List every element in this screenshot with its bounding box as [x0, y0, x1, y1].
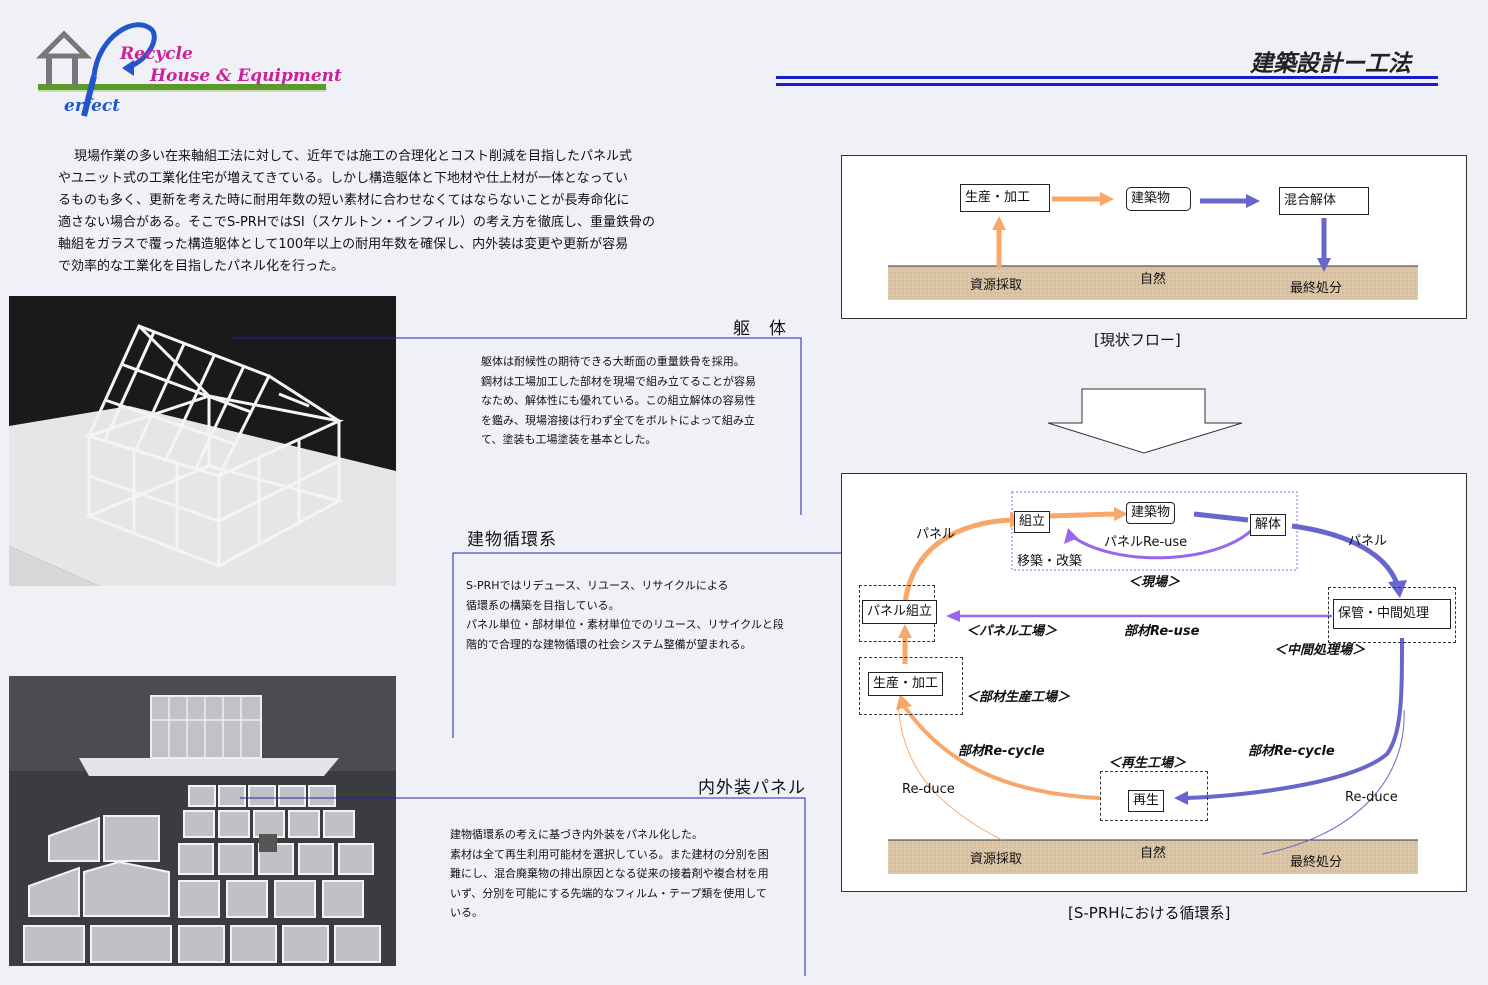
junkan-line: 階的で合理的な建物循環の社会システム整備が望まれる。 — [466, 637, 752, 651]
naigai-line: 素材は全て再生利用可能材を選択している。また建材の分別を困 — [450, 847, 769, 861]
flow1-caption: [現状フロー] — [1094, 331, 1181, 349]
logo-house-icon — [35, 22, 326, 117]
flow2-ichiku-label: 移築・改築 — [1017, 554, 1083, 569]
flow2-kaitai-box: 解体 — [1250, 514, 1287, 536]
flow2-hokan-frame — [1328, 587, 1456, 643]
current-flow-arrows — [888, 192, 1418, 300]
intro-line: で効率的な工業化を目指したパネル化を行った。 — [58, 259, 345, 274]
kutai-line: 躯体は耐候性の期待できる大断面の重量鉄骨を採用。 — [481, 355, 745, 368]
flow2-recycle-right-label: 部材Re-cycle — [1248, 744, 1335, 759]
flow2-caption: [S-PRHにおける循環系] — [1068, 904, 1231, 922]
flow2-building-box: 建築物 — [1126, 502, 1176, 524]
flow2-saisei-frame — [1100, 771, 1208, 821]
intro-line: やユニット式の工業化住宅が増えてきている。しかし構造躯体と下地材や仕上材が一体と… — [58, 171, 628, 186]
junkan-heading: 建物循環系 — [467, 530, 557, 550]
logo-recycle-text: Recycle — [120, 44, 193, 64]
interior-exterior-panel-photo — [9, 676, 396, 966]
flow2-reduce-right-label: Re-duce — [1345, 790, 1398, 805]
intro-paragraph: 現場作業の多い在来軸組工法に対して、近年では施工の合理化とコスト削減を目指したパ… — [58, 146, 655, 278]
kutai-heading: 躯 体 — [733, 319, 787, 339]
naigai-line: 難にし、混合廃棄物の排出原因となる従来の接着剤や複合材を用 — [450, 867, 769, 880]
naigai-line: いる。 — [450, 906, 483, 919]
down-arrow-icon — [1047, 388, 1243, 454]
flow2-panel-right-label: パネル — [1348, 534, 1388, 549]
flow2-saishu-label: 最終処分 — [1290, 855, 1343, 870]
flow1-kongo-box: 混合解体 — [1279, 187, 1369, 215]
junkan-line: 循環系の構築を目指している。 — [466, 598, 620, 612]
junkan-line: パネル単位・部材単位・素材単位でのリユース、リサイクルと段 — [466, 618, 784, 631]
flow2-shizen-label: 自然 — [1140, 846, 1167, 861]
flow2-panel-kojo-label: ＜パネル工場＞ — [966, 624, 1058, 639]
flow2-panel-kumitate-box: パネル組立 — [862, 600, 938, 624]
header-rule-thin — [776, 83, 1438, 86]
junkan-line: S-PRHではリデュース、リユース、リサイクルによる — [466, 579, 729, 592]
header-rule — [776, 76, 1438, 79]
page-title: 建築設計ー工法 — [1250, 51, 1411, 77]
logo: Recycle House & Equipment erfect — [35, 16, 342, 120]
intro-line: 現場作業の多い在来軸組工法に対して、近年では施工の合理化とコスト削減を目指したパ… — [74, 149, 632, 164]
flow2-shigen-label: 資源採取 — [970, 852, 1023, 867]
flow1-seisan-box: 生産・加工 — [960, 184, 1050, 212]
flow2-genba-label: ＜現場＞ — [1128, 575, 1181, 590]
flow2-chukan-label: ＜中間処理場＞ — [1274, 643, 1366, 658]
flow2-panel-left-label: パネル — [916, 527, 956, 542]
flow1-shigen-label: 資源採取 — [970, 278, 1023, 293]
kutai-paragraph: 躯体は耐候性の期待できる大断面の重量鉄骨を採用。 鋼材は工場加工した部材を現場で… — [481, 352, 756, 450]
logo-perfect-text: erfect — [64, 96, 121, 116]
flow2-buzai-kojo-label: ＜部材生産工場＞ — [966, 690, 1071, 705]
flow2-recycle-left-label: 部材Re-cycle — [958, 744, 1045, 759]
kutai-line: を鑑み、現場溶接は行わず全てをボルトによって組み立 — [481, 413, 755, 427]
kutai-line: なため、解体性にも優れている。この組立解体の容易性 — [481, 394, 756, 407]
flow2-reduce-left-label: Re-duce — [902, 782, 955, 797]
flow2-saisei-box: 再生 — [1128, 790, 1165, 812]
kutai-line: 鋼材は工場加工した部材を現場で組み立てることが容易 — [481, 374, 756, 388]
naigai-line: 建物循環系の考えに基づき内外装をパネル化した。 — [450, 828, 703, 841]
naigai-heading: 内外装パネル — [698, 778, 806, 798]
naigai-paragraph: 建物循環系の考えに基づき内外装をパネル化した。 素材は全て再生利用可能材を選択し… — [450, 825, 769, 923]
steel-frame-model-photo — [9, 296, 396, 586]
flow2-buzai-reuse-label: 部材Re-use — [1124, 624, 1200, 639]
flow1-shizen-label: 自然 — [1140, 272, 1167, 287]
kutai-line: て、塗装も工場塗装を基本とした。 — [481, 433, 657, 446]
flow1-saishu-label: 最終処分 — [1290, 281, 1343, 296]
sprh-circulation-diagram: 組立 建築物 解体 パネルRe-use 移築・改築 ＜現場＞ パネル パネル パ… — [841, 473, 1467, 892]
intro-line: 軸組をガラスで覆った構造躯体として100年以上の耐用年数を確保し、内外装は変更や… — [58, 237, 629, 252]
flow2-saisei-kojo-label: ＜再生工場＞ — [1108, 756, 1187, 771]
flow2-seisan-box: 生産・加工 — [868, 672, 944, 696]
flow2-hokan-box: 保管・中間処理 — [1333, 599, 1451, 629]
flow2-seisan-frame — [859, 657, 963, 715]
flow2-kumitate-box: 組立 — [1014, 511, 1051, 533]
flow2-panel-reuse-label: パネルRe-use — [1104, 535, 1188, 550]
flow1-building-box: 建築物 — [1126, 187, 1191, 211]
sprh-circulation-arrows — [888, 491, 1418, 874]
current-flow-diagram: 生産・加工 建築物 混合解体 資源採取 自然 最終処分 — [841, 155, 1467, 319]
logo-house-equipment-text: House & Equipment — [150, 66, 342, 86]
junkan-paragraph: S-PRHではリデュース、リユース、リサイクルによる 循環系の構築を目指している… — [466, 576, 784, 654]
intro-line: るものも多く、更新を考えた時に耐用年数の短い素材に合わせなくてはならないことが長… — [58, 193, 630, 208]
intro-line: 適さない場合がある。そこでS-PRHではSI（スケルトン・インフィル）の考え方を… — [58, 215, 656, 230]
naigai-line: いず、分別を可能にする先端的なフィルム・テープ類を使用して — [450, 886, 767, 900]
